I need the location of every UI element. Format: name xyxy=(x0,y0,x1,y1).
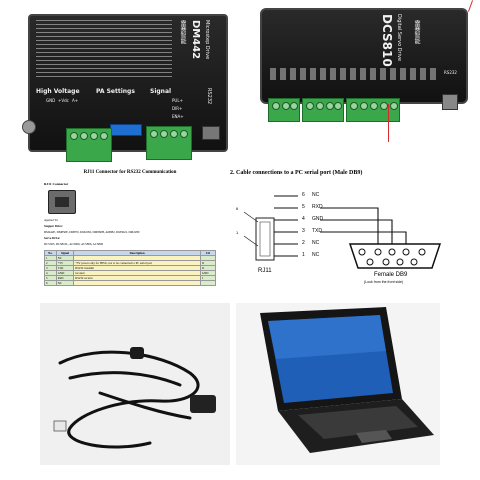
db9-label: Female DB9 xyxy=(374,272,408,278)
keyboard xyxy=(298,406,418,439)
rs232-port[interactable] xyxy=(442,94,458,110)
signal-1: RXD xyxy=(312,204,323,210)
db9-plug xyxy=(190,395,216,413)
touchpad xyxy=(356,430,392,443)
indicator-arrow-top xyxy=(467,0,474,12)
dm442-driver-body: 雷赛智能 DM442 Microstep Drive High Voltage … xyxy=(28,14,228,152)
signal-terminal-block[interactable] xyxy=(346,98,400,122)
driver-desc: Digital Servo Drive xyxy=(396,14,402,62)
section-pa-settings: PA Settings xyxy=(96,88,135,95)
servo-label: Servo Drive: xyxy=(44,236,61,240)
motor-terminal-block[interactable] xyxy=(302,98,344,122)
pin-number-0: 6 xyxy=(302,192,305,198)
stepper-label: Stepper Drive: xyxy=(44,224,63,228)
signal-terminal-block[interactable] xyxy=(146,126,192,160)
pin-number-1: 5 xyxy=(302,204,305,210)
driver-model: DM442 xyxy=(190,20,201,60)
pin-number-4: 2 xyxy=(302,240,305,246)
pin-number-5: 1 xyxy=(302,252,305,258)
indicator-arrow-bottom xyxy=(388,104,389,142)
signal-2: GND xyxy=(312,216,324,222)
wiring-title: 2. Cable connections to a PC serial port… xyxy=(230,170,363,176)
dcs810-driver-body: DCS810 Digital Servo Drive 雷赛智能 RS232 xyxy=(260,8,468,104)
signal-3: TXD xyxy=(312,228,322,234)
label-strip-graphic xyxy=(270,68,440,80)
servo-models: DCS303, DCS810L, ACS606, ACS806, ACS806 xyxy=(44,242,104,246)
pin-edge-top: 6 xyxy=(236,206,239,211)
cable-photo xyxy=(40,303,230,465)
rj11-jack-icon xyxy=(48,190,76,214)
laptop-graphic xyxy=(260,307,434,453)
power-label-0: GND xyxy=(46,98,56,103)
mounting-screw xyxy=(22,120,36,134)
signal-0: NC xyxy=(312,192,320,198)
wiring-svg xyxy=(243,195,442,269)
dm442-driver-photo: 雷赛智能 DM442 Microstep Drive High Voltage … xyxy=(20,0,242,168)
rj11-label: RJ11 xyxy=(258,268,272,274)
rj11-plug xyxy=(53,420,67,432)
pin-number-3: 3 xyxy=(302,228,305,234)
driver-model: DCS810 xyxy=(380,14,394,67)
power-label-1: +Vdc xyxy=(58,98,69,103)
spec-table-graphic xyxy=(36,20,172,80)
db9-connector xyxy=(348,243,442,269)
driver-brand: 雷赛智能 xyxy=(413,20,420,44)
cell xyxy=(73,280,201,286)
signal-5: NC xyxy=(312,252,320,258)
section-signal: Signal xyxy=(150,88,172,95)
applied-label: Applied To: xyxy=(44,218,59,222)
db9-sublabel: (Look from the front side) xyxy=(364,280,404,284)
signal-label-1: DIR+ xyxy=(172,106,183,111)
driver-brand: 雷赛智能 xyxy=(179,20,186,44)
doc-title: RJ11 Connector for RS232 Communication xyxy=(83,170,177,175)
signal-label-0: PUL+ xyxy=(172,98,183,103)
pin-edge-bottom: 1 xyxy=(236,230,239,235)
cell xyxy=(199,280,217,286)
dcs810-driver-photo: DCS810 Digital Servo Drive 雷赛智能 RS232 xyxy=(252,0,480,150)
doc-label: RJ11 Connector xyxy=(44,182,69,186)
wiring-diagram: 2. Cable connections to a PC serial port… xyxy=(228,166,460,302)
signal-label-2: ENA+ xyxy=(172,114,184,119)
signal-table: No. Signal Description I/O 1 NC 2 +5V +5… xyxy=(44,250,217,286)
driver-desc: Microstep Drive xyxy=(204,20,210,60)
table-row: 6 NC xyxy=(44,280,217,286)
section-high-voltage: High Voltage xyxy=(36,88,80,95)
rs232-port[interactable] xyxy=(202,126,220,140)
signal-4: NC xyxy=(312,240,320,246)
rj11-plug xyxy=(255,217,275,261)
power-terminal-block[interactable] xyxy=(268,98,300,122)
ferrite-bead xyxy=(130,347,144,359)
rj11-connector-doc: RJ11 Connector for RS232 Communication R… xyxy=(40,166,220,302)
power-label-2: A+ xyxy=(72,98,79,103)
power-terminal-block[interactable] xyxy=(66,128,112,162)
rs232-label: RS232 xyxy=(444,70,457,75)
cell: 6 xyxy=(44,280,57,286)
dip-switch[interactable] xyxy=(110,124,142,136)
rs232-label: RS232 xyxy=(206,88,212,105)
pin-number-2: 4 xyxy=(302,216,305,222)
cell: NC xyxy=(55,280,75,286)
cable-graphic xyxy=(53,347,216,449)
stepper-models: DM442E, DM856E, DM870, DM2282, DM860H, A… xyxy=(44,230,140,234)
laptop-photo xyxy=(236,303,440,465)
